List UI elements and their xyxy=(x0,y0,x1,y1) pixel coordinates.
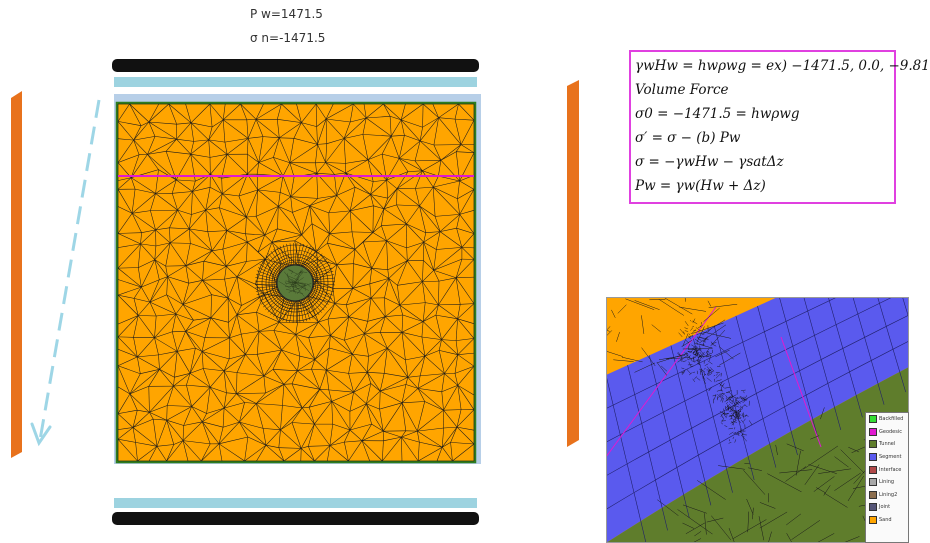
bottom-water-plate xyxy=(114,498,477,508)
top-rigid-plate xyxy=(112,59,479,72)
top-water-plate xyxy=(114,77,477,87)
bottom-rigid-plate xyxy=(112,512,479,525)
material-legend: Backfilled Geodesic Tunnel Segment Inter… xyxy=(865,412,909,543)
legend-swatch xyxy=(869,503,877,512)
legend-swatch xyxy=(869,490,877,499)
inset-refined-mesh xyxy=(677,318,753,444)
legend-label: Lining2 xyxy=(879,491,898,498)
legend-label: Lining xyxy=(879,479,895,486)
equation-line-2: Volume Force xyxy=(635,82,729,98)
legend-item: Lining xyxy=(866,476,908,489)
equation-line-1: γwHw = hwρwg = ex) −1471.5, 0.0, −9.81 xyxy=(635,58,930,74)
legend-swatch xyxy=(869,415,877,424)
legend-label: Geodesic xyxy=(879,428,903,435)
equation-line-5: σ = −γwHw − γsatΔz xyxy=(635,154,784,170)
legend-item: Interface xyxy=(866,463,908,476)
tunnel-refined-mesh xyxy=(254,242,336,324)
soil-mesh xyxy=(117,103,475,462)
equation-line-3: σ0 = −1471.5 = hwρwg xyxy=(635,106,800,122)
pore-pressure-label: P w=1471.5 xyxy=(250,7,323,21)
legend-item: Segment xyxy=(866,451,908,464)
legend-item: Backfilled xyxy=(866,413,908,426)
equation-box: γwHw = hwρwg = ex) −1471.5, 0.0, −9.81 V… xyxy=(629,50,930,204)
legend-swatch xyxy=(869,427,877,436)
legend-swatch xyxy=(869,478,877,487)
model-diagram xyxy=(11,59,579,525)
legend-swatch xyxy=(869,440,877,449)
legend-item: Lining2 xyxy=(866,489,908,502)
right-load-bar xyxy=(567,80,579,447)
legend-item: Sand xyxy=(866,514,908,527)
legend-label: Sand xyxy=(879,517,892,524)
normal-stress-label: σ n=-1471.5 xyxy=(250,31,326,45)
inset-mesh xyxy=(606,297,909,543)
zoomed-tunnel-inset xyxy=(606,297,909,543)
legend-item: Tunnel xyxy=(866,438,908,451)
legend-label: Interface xyxy=(879,466,902,473)
equation-line-6: Pw = γw(Hw + Δz) xyxy=(635,178,766,194)
tunnel-inner-mesh xyxy=(278,268,312,297)
inset-tunnel-interior xyxy=(606,367,909,543)
equation-line-4: σ′ = σ − (b) Pw xyxy=(635,130,741,146)
gravity-arrowhead xyxy=(30,422,52,447)
legend-item: Joint xyxy=(866,501,908,514)
legend-swatch xyxy=(869,516,877,525)
legend-swatch xyxy=(869,453,877,462)
gravity-arrow-shaft xyxy=(38,99,101,441)
legend-label: Backfilled xyxy=(879,416,904,423)
legend-label: Segment xyxy=(879,454,902,461)
legend-item: Geodesic xyxy=(866,426,908,439)
legend-swatch xyxy=(869,465,877,474)
legend-label: Joint xyxy=(879,504,891,511)
left-load-bar xyxy=(11,91,22,458)
legend-label: Tunnel xyxy=(879,441,896,448)
